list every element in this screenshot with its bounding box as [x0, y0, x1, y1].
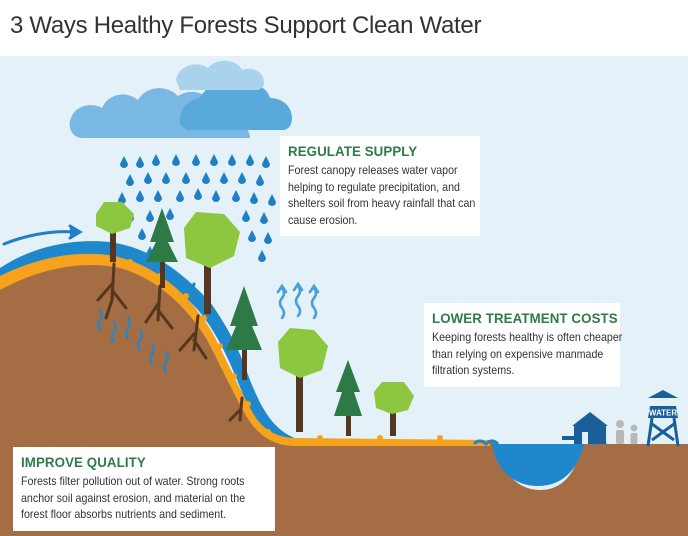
tree-roots	[96, 262, 244, 422]
leaf-litter	[0, 253, 490, 446]
groundwater-flow	[96, 308, 170, 374]
lower-costs-card: LOWER TREATMENT COSTS Keeping forests he…	[424, 303, 622, 387]
water-vapor-icon	[276, 281, 320, 320]
regulate-supply-text: Forest canopy releases water vapor helpi…	[288, 164, 476, 227]
pine-tree	[334, 360, 362, 436]
lower-costs-text: Keeping forests healthy is often cheaper…	[432, 331, 623, 377]
deciduous-tree	[96, 202, 134, 262]
pond	[492, 444, 584, 486]
pine-tree	[226, 286, 262, 380]
improve-quality-card: IMPROVE QUALITY Forests filter pollution…	[13, 447, 275, 531]
cloud-icon	[69, 60, 292, 138]
pine-tree	[146, 208, 178, 288]
regulate-supply-heading: REGULATE SUPPLY	[288, 143, 418, 159]
deciduous-tree	[184, 212, 240, 314]
people-icon	[616, 420, 638, 444]
leaf-litter-dots	[127, 259, 443, 441]
water-tower-label: WATER	[649, 409, 678, 418]
regulate-supply-card: REGULATE SUPPLY Forest canopy releases w…	[280, 136, 480, 236]
improve-quality-heading: IMPROVE QUALITY	[21, 454, 146, 470]
water-tower-icon: WATER	[646, 390, 680, 447]
house-icon	[562, 412, 608, 444]
deciduous-tree	[278, 328, 328, 432]
rain-drops	[118, 154, 276, 262]
lower-costs-heading: LOWER TREATMENT COSTS	[432, 310, 618, 326]
deciduous-tree	[374, 382, 414, 436]
page-title: 3 Ways Healthy Forests Support Clean Wat…	[10, 12, 482, 39]
improve-quality-text: Forests filter pollution out of water. S…	[21, 475, 246, 521]
